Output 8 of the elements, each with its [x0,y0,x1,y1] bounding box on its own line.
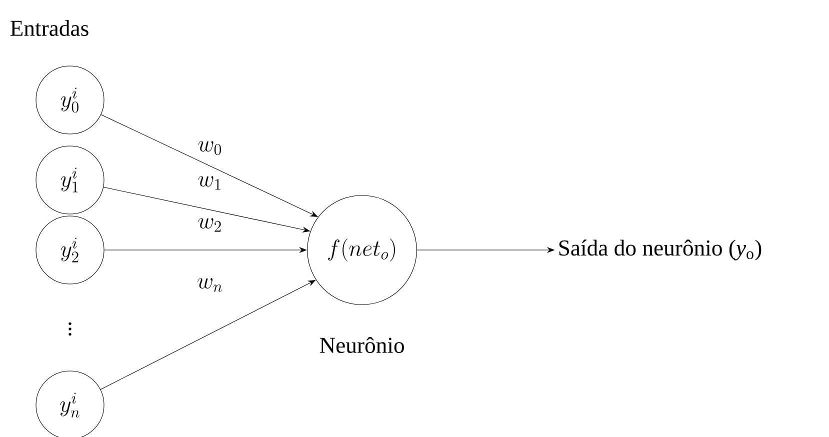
edge-label: $w_2$ [198,218,221,232]
ellipsis: $\vdots$ [68,322,72,336]
heading: Entradas [10,20,88,36]
edge-label: $w_1$ [198,176,220,190]
edge-label: $w_n$ [198,278,222,292]
output-label: Saída do neurônio (y$_{o}$) [559,240,762,260]
node-caption: Neurônio [320,337,404,353]
edge-label: $w_0$ [198,141,221,156]
